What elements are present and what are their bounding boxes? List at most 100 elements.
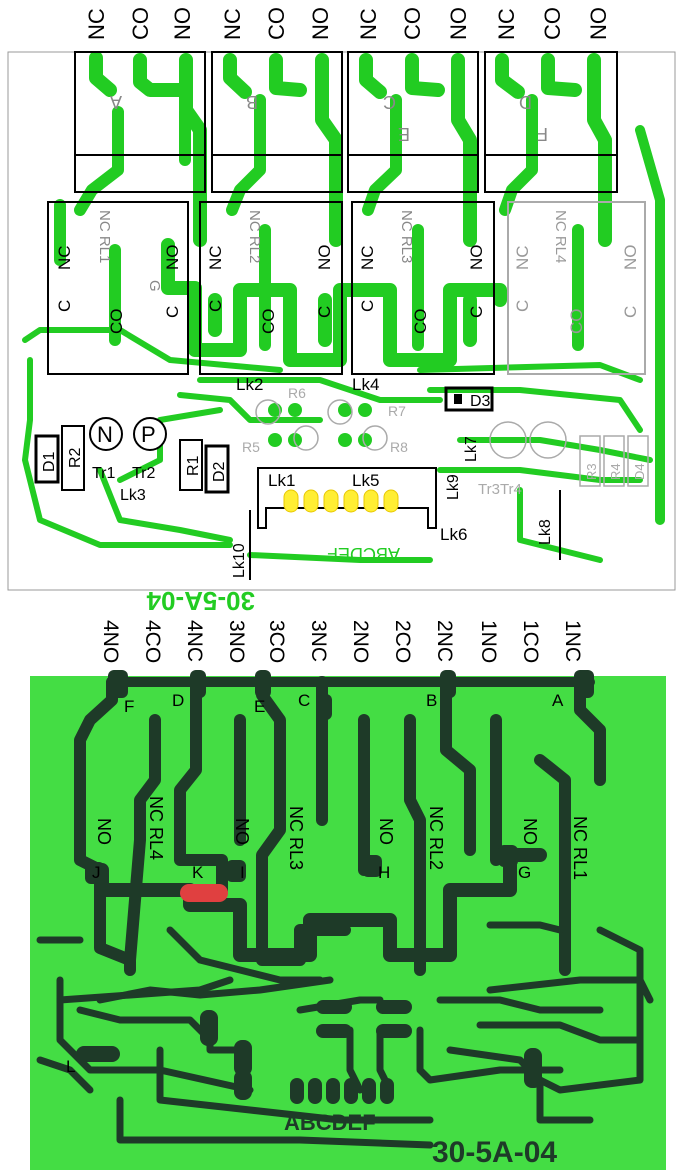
relay1-c: C [55,300,74,312]
relay3-name: NC RL3 [398,210,415,263]
label-r6: R6 [288,385,306,401]
label-lk3: Lk3 [120,487,146,504]
terminal-label: 1NO [477,620,500,663]
solder-side-view: 4NO 4CO 4NC 3NO 3CO 3NC 2NO 2CO 2NC 1NO … [0,600,679,1170]
terminal-label: NC [84,8,109,40]
relay1-nc: NC [55,245,74,270]
connector-text-mirrored: ABCDEF [327,544,400,564]
copper-traces-bottom [36,676,654,1149]
component-side-svg: NC CO NO NC CO NO NC CO NO NC CO NO [7,7,676,616]
relay4-name: NC RL4 [552,210,569,263]
terminal-label: CO [400,7,425,40]
block-letter: B [246,92,258,112]
pad-letters-bottom: F D E C B A J K I H G L [66,691,564,1076]
label-lk9: Lk9 [445,474,462,500]
board-code: 30-5A-04 [432,1136,557,1169]
terminal-label: 4CO [141,620,164,663]
no-label: NO [94,818,114,845]
label-r8: R8 [390,439,408,455]
terminal-label: 3NC [307,620,330,662]
terminal-label: NO [170,7,195,40]
terminal-labels-top: NC CO NO NC CO NO NC CO NO NC CO NO [84,7,611,40]
no-label: NO [376,818,396,845]
pad-letter: L [66,1057,75,1076]
relay-label: NC RL2 [426,806,446,870]
terminal-label: NO [586,7,611,40]
label-lk6: Lk6 [440,525,467,544]
component-side-view: NC CO NO NC CO NO NC CO NO NC CO NO [7,7,676,616]
pad-letter: E [254,697,265,716]
relay1-c2: C [163,306,182,318]
relay2-nc: NC [206,245,225,270]
relay3-nc: NC [358,245,377,270]
label-lk10: Lk10 [231,543,248,578]
block-letter: C [383,92,396,112]
pads-bottom [76,670,594,1104]
terminal-label: 1CO [519,620,542,663]
label-tr3tr4: Tr3Tr4 [478,481,522,498]
label-lk4: Lk4 [352,375,379,394]
board-code-mirrored: 30-5A-04 [146,586,255,616]
terminal-label: NO [308,7,333,40]
terminal-label: 3CO [265,620,288,663]
pad-letter: J [92,863,101,882]
relay1-no: NO [163,245,182,271]
relay-blocks-top [74,51,618,193]
relay2-no: NO [315,245,334,271]
relay3-co: CO [411,309,430,335]
relay-pin-labels: NC C CO NO C NC RL1 G NC C CO NO C NC RL… [55,210,640,334]
terminal-label: NC [220,8,245,40]
relay-label: NC RL1 [570,816,590,880]
terminal-label: 3NO [225,620,248,663]
relay3-c2: C [467,306,486,318]
label-lk1: Lk1 [268,471,295,490]
label-d4: D4 [632,463,647,480]
pad-letter: I [240,863,245,882]
label-d3: D3 [470,393,491,410]
pad-letter: H [378,863,390,882]
pad-letter: F [124,697,134,716]
terminal-label: 2CO [391,620,414,663]
terminal-label: CO [264,7,289,40]
label-lk2: Lk2 [236,375,263,394]
terminal-label: 4NO [99,620,122,663]
solder-side-svg: 4NO 4CO 4NC 3NO 3CO 3NC 2NO 2CO 2NC 1NO … [30,620,666,1170]
relay1-co: CO [107,309,126,335]
relay-label: NC RL3 [286,806,306,870]
terminal-label: NC [356,8,381,40]
terminal-label: CO [540,7,565,40]
label-r7: R7 [388,403,406,419]
relay-block-letters: A B C E D F [110,92,548,144]
components-top: D1 R2 N P Tr1 Tr2 Lk3 R1 D2 Lk2 Lk4 R6 R… [34,375,649,580]
relay3-no: NO [467,245,486,271]
pad-letter: B [426,691,437,710]
relay4-nc: NC [513,245,532,270]
block-letter: F [537,124,548,144]
terminal-labels-bottom: 4NO 4CO 4NC 3NO 3CO 3NC 2NO 2CO 2NC 1NO … [99,620,584,663]
label-p: P [141,422,156,447]
label-lk7: Lk7 [463,436,480,462]
pad-letter: K [192,863,204,882]
pad-letter: A [552,691,564,710]
label-r1: R1 [185,455,202,476]
relay2-c2: C [315,306,334,318]
relay1-name: NC RL1 [96,210,113,263]
label-r3: R3 [584,463,599,480]
copper-traces-top [22,51,665,563]
block-letter: E [398,124,410,144]
terminal-label: CO [128,7,153,40]
terminal-label: 2NC [433,620,456,662]
terminal-label: NO [446,7,471,40]
highlighted-pad [180,884,228,902]
label-r5: R5 [242,439,260,455]
label-n: N [97,422,113,447]
relay4-co: CO [567,309,586,335]
relay4-no: NO [621,245,640,271]
terminal-label: 1NC [561,620,584,662]
no-label: NO [520,818,540,845]
relay4-c2: C [621,306,640,318]
relay-label: NC RL4 [146,796,166,860]
connector-text: ABCDEF [284,1110,376,1135]
pad-letter: D [172,691,184,710]
terminal-label: 2NO [349,620,372,663]
